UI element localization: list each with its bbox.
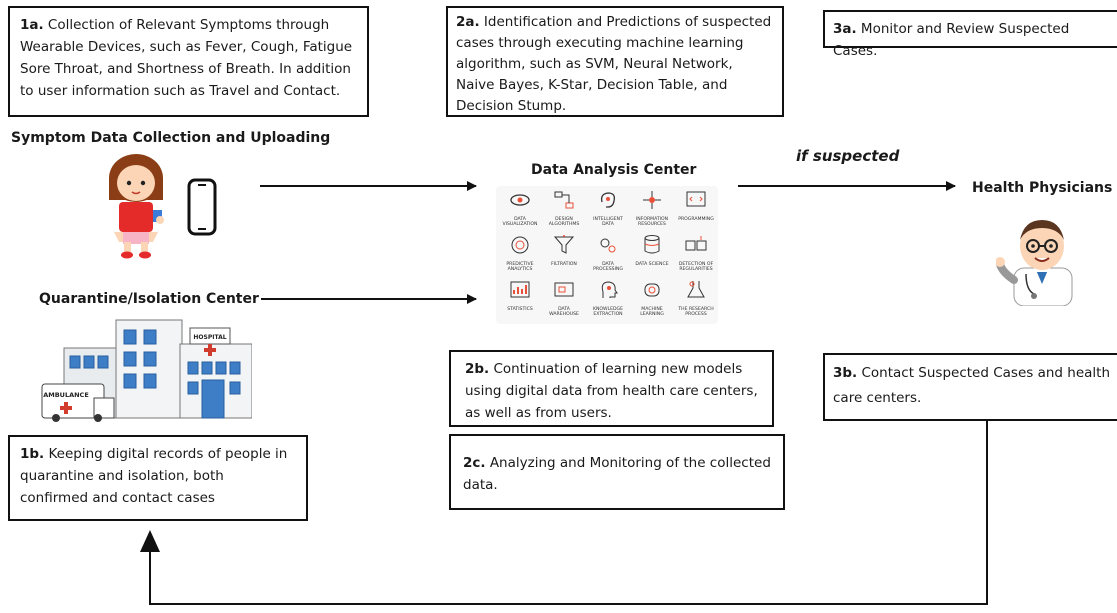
dac-item-flask: THE RESEARCH PROCESS bbox=[676, 278, 716, 322]
dac-item-label: DATA SCIENCE bbox=[635, 262, 669, 267]
doctor-physician-icon bbox=[996, 220, 1073, 306]
smartphone-icon bbox=[187, 178, 217, 236]
dac-item-label: PREDICTIVE ANALYTICS bbox=[506, 262, 534, 272]
feedback-arrowhead bbox=[140, 530, 160, 552]
eye-icon bbox=[510, 194, 530, 206]
dac-item-label: DESIGN ALGORITHMS bbox=[548, 217, 580, 227]
dac-item-label: INTELLIGENT DATA bbox=[593, 217, 623, 227]
warehouse-icon bbox=[554, 282, 574, 297]
dac-item-label: FILTRATION bbox=[551, 262, 577, 267]
gauge-icon bbox=[685, 236, 707, 251]
box-2c: 2c. Analyzing and Monitoring of the coll… bbox=[449, 434, 785, 510]
database-icon bbox=[644, 235, 660, 254]
if-suspected-label: if suspected bbox=[796, 147, 900, 165]
box-3b: 3b. Contact Suspected Cases and health c… bbox=[823, 353, 1117, 421]
network-icon bbox=[643, 191, 661, 209]
dac-item-gears: DATA PROCESSING bbox=[588, 233, 628, 277]
dac-heading: Data Analysis Center bbox=[531, 162, 697, 178]
dac-item-network: INFORMATION RESOURCES bbox=[632, 188, 672, 232]
box-1a: 1a. Collection of Relevant Symptoms thro… bbox=[8, 6, 369, 117]
dac-item-brain: INTELLIGENT DATA bbox=[588, 188, 628, 232]
chart-icon bbox=[510, 281, 530, 298]
box-3a: 3a. Monitor and Review Suspected Cases. bbox=[823, 10, 1117, 59]
feedback-line bbox=[149, 421, 988, 605]
dac-item-label: MACHINE LEARNING bbox=[640, 307, 664, 317]
dac-item-label: THE RESEARCH PROCESS bbox=[678, 307, 714, 317]
dac-item-robot: MACHINE LEARNING bbox=[632, 278, 672, 322]
ambulance-label: AMBULANCE bbox=[43, 391, 89, 399]
box-2a: 2a. Identification and Predictions of su… bbox=[446, 6, 784, 117]
dac-item-label: KNOWLEDGE EXTRACTION bbox=[592, 307, 624, 317]
dac-item-flowchart: DESIGN ALGORITHMS bbox=[544, 188, 584, 232]
dac-item-label: STATISTICS bbox=[507, 307, 533, 312]
hospital-sign-label: HOSPITAL bbox=[193, 334, 226, 341]
dac-item-label: DATA VISUALIZATION bbox=[502, 217, 538, 227]
girl-user-icon bbox=[109, 154, 164, 259]
dac-item-chart: STATISTICS bbox=[500, 278, 540, 322]
hospital-icon: HOSPITAL AMBULANCE bbox=[41, 319, 252, 422]
box-2b: 2b. Continuation of learning new models … bbox=[449, 350, 774, 427]
funnel-icon bbox=[553, 235, 575, 254]
data-analysis-center-panel: DATA VISUALIZATION DESIGN ALGORITHMS INTEL… bbox=[496, 186, 718, 324]
dac-item-head: KNOWLEDGE EXTRACTION bbox=[588, 278, 628, 322]
dac-item-warehouse: DATA WAREHOUSE bbox=[544, 278, 584, 322]
box-1b: 1b. Keeping digital records of people in… bbox=[8, 435, 308, 521]
dac-item-eye: DATA VISUALIZATION bbox=[500, 188, 540, 232]
quarantine-heading: Quarantine/Isolation Center bbox=[39, 291, 259, 307]
dac-item-label: DATA WAREHOUSE bbox=[549, 307, 579, 317]
dac-item-code: PROGRAMMING bbox=[676, 188, 716, 232]
dac-item-label: DATA PROCESSING bbox=[593, 262, 623, 272]
dac-item-target: PREDICTIVE ANALYTICS bbox=[500, 233, 540, 277]
dac-item-label: INFORMATION RESOURCES bbox=[635, 217, 669, 227]
physicians-heading: Health Physicians bbox=[972, 180, 1113, 196]
head-icon bbox=[601, 281, 618, 298]
target-icon bbox=[511, 236, 529, 254]
dac-item-database: DATA SCIENCE bbox=[632, 233, 672, 277]
flask-icon bbox=[687, 281, 705, 298]
flowchart-icon bbox=[554, 191, 574, 209]
code-icon bbox=[686, 191, 706, 207]
dac-item-funnel: FILTRATION bbox=[544, 233, 584, 277]
dac-item-label: DETECTION OF REGULARITIES bbox=[678, 262, 714, 272]
symptom-heading: Symptom Data Collection and Uploading bbox=[11, 130, 331, 146]
gears-icon bbox=[600, 238, 616, 253]
dac-item-label: PROGRAMMING bbox=[678, 217, 714, 222]
robot-icon bbox=[644, 283, 660, 297]
brain-icon bbox=[600, 192, 616, 208]
dac-item-gauge: DETECTION OF REGULARITIES bbox=[676, 233, 716, 277]
